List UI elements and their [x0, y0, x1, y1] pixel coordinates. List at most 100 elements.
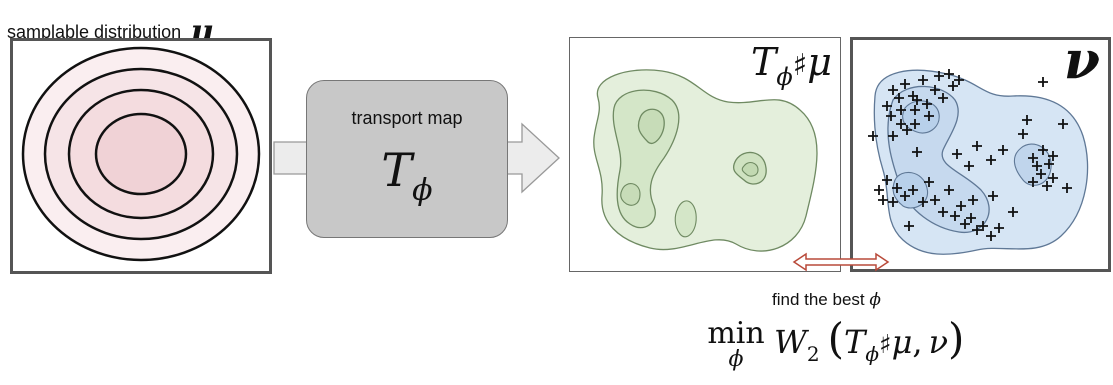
source-level-4: [94, 112, 188, 196]
pushforward-mode-right-inner: [741, 161, 759, 177]
plus-marker-icon: [1028, 153, 1038, 163]
plus-marker-icon: [960, 219, 970, 229]
plus-marker-icon: [900, 79, 910, 89]
plus-marker-icon: [924, 177, 934, 187]
pushforward-density-blob: [593, 69, 818, 252]
plus-marker-icon: [978, 221, 988, 231]
plus-marker-icon: [894, 93, 904, 103]
source-distribution-panel: [10, 38, 272, 274]
plus-marker-icon: [968, 195, 978, 205]
plus-marker-icon: [1038, 145, 1048, 155]
objective-caption: find the best ϕ: [772, 290, 881, 310]
plus-marker-icon: [1058, 119, 1068, 129]
plus-marker-icon: [964, 161, 974, 171]
plus-marker-icon: [1018, 129, 1028, 139]
objective-W-sub: 2: [806, 342, 820, 366]
source-caption-text: samplable distribution: [7, 22, 182, 42]
pushforward-mode-left: [620, 183, 641, 206]
plus-marker-icon: [882, 101, 892, 111]
objective-min-sub: ϕ: [728, 347, 744, 372]
plus-marker-icon: [902, 125, 912, 135]
pushforward-phi-sub: ϕ: [776, 63, 793, 91]
plus-marker-icon: [1062, 183, 1072, 193]
plus-marker-icon: [998, 145, 1008, 155]
objective-T: T: [844, 323, 866, 361]
plus-marker-icon: [944, 69, 954, 79]
pushforward-sharp: ♯: [792, 48, 808, 83]
target-panel: ν: [850, 30, 1111, 272]
plus-marker-icon: [956, 201, 966, 211]
objective-caption-phi: ϕ: [869, 290, 881, 310]
plus-marker-icon: [966, 213, 976, 223]
target-density-blob: [868, 69, 1089, 255]
target-samples: [868, 69, 1072, 241]
transport-map-label: transport map: [351, 108, 463, 128]
plus-marker-icon: [1048, 173, 1058, 183]
pushforward-mode-bottom: [674, 200, 697, 238]
target-level-3: [902, 100, 940, 134]
plus-marker-icon: [912, 95, 922, 105]
plus-marker-icon: [972, 225, 982, 235]
objective-formula: min ϕ W2(Tϕ♯μ,ν): [706, 314, 1026, 382]
target-nu-symbol: ν: [1063, 30, 1100, 91]
transport-T: T: [381, 143, 413, 197]
pushforward-level-3: [637, 108, 665, 144]
plus-marker-icon: [888, 197, 898, 207]
plus-marker-icon: [972, 141, 982, 151]
objective-expression: W2(Tϕ♯μ,ν): [774, 314, 965, 366]
plus-marker-icon: [868, 131, 878, 141]
plus-marker-icon: [986, 155, 996, 165]
plus-marker-icon: [930, 195, 940, 205]
plus-marker-icon: [900, 191, 910, 201]
plus-marker-icon: [944, 185, 954, 195]
plus-marker-icon: [1028, 177, 1038, 187]
plus-marker-icon: [1008, 207, 1018, 217]
pushforward-panel: Tϕ♯μ: [569, 37, 841, 272]
objective-T-sub: ϕ: [865, 342, 879, 366]
plus-marker-icon: [904, 221, 914, 231]
objective-rparen: ): [948, 314, 965, 363]
plus-marker-icon: [882, 175, 892, 185]
plus-marker-icon: [930, 85, 940, 95]
plus-marker-icon: [1022, 115, 1032, 125]
plus-marker-icon: [1042, 181, 1052, 191]
plus-marker-icon: [994, 223, 1004, 233]
plus-marker-icon: [910, 105, 920, 115]
plus-marker-icon: [952, 149, 962, 159]
objective-lparen: (: [827, 314, 845, 363]
plus-marker-icon: [896, 105, 906, 115]
plus-marker-icon: [948, 81, 958, 91]
plus-marker-icon: [1032, 161, 1042, 171]
plus-marker-icon: [1048, 151, 1058, 161]
plus-marker-icon: [1044, 159, 1054, 169]
plus-marker-icon: [888, 85, 898, 95]
source-concentric-circles: [21, 46, 261, 262]
objective-W: W: [774, 323, 807, 361]
plus-marker-icon: [1036, 169, 1046, 179]
plus-marker-icon: [950, 211, 960, 221]
plus-marker-icon: [986, 231, 996, 241]
plus-marker-icon: [988, 191, 998, 201]
plus-marker-icon: [888, 131, 898, 141]
objective-caption-text: find the best: [772, 290, 865, 309]
plus-marker-icon: [878, 195, 888, 205]
plus-marker-icon: [886, 111, 896, 121]
plus-marker-icon: [954, 75, 964, 85]
objective-mu: μ: [891, 323, 913, 361]
plus-marker-icon: [922, 99, 932, 109]
plus-marker-icon: [938, 93, 948, 103]
transport-phi-sub: ϕ: [412, 173, 433, 208]
objective-comma: ,: [912, 323, 923, 361]
objective-min: min: [707, 316, 765, 351]
plus-marker-icon: [892, 183, 902, 193]
plus-marker-icon: [874, 185, 884, 195]
plus-marker-icon: [934, 71, 944, 81]
plus-marker-icon: [908, 185, 918, 195]
plus-marker-icon: [896, 119, 906, 129]
pushforward-T: T: [751, 40, 777, 84]
double-arrow-icon: [792, 252, 890, 272]
plus-marker-icon: [912, 147, 922, 157]
transport-map-symbol: Tϕ: [307, 143, 507, 208]
plus-marker-icon: [910, 119, 920, 129]
plus-marker-icon: [918, 197, 928, 207]
